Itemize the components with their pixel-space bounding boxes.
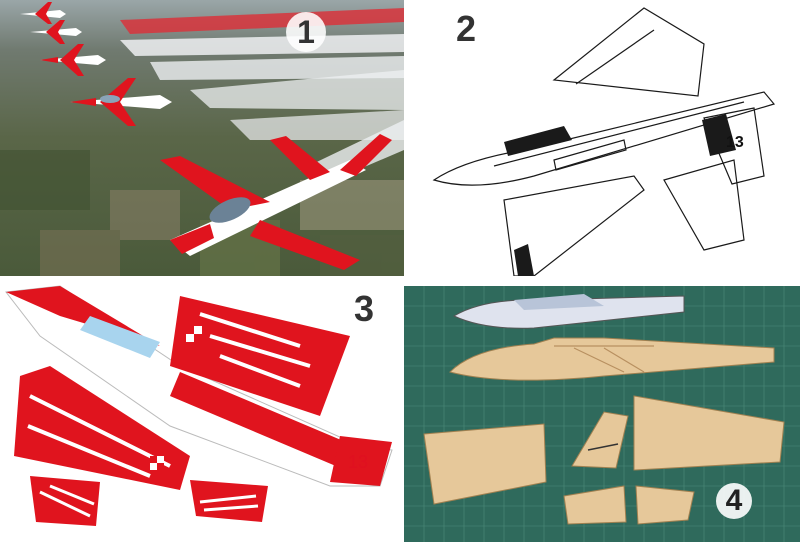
formation-photo-panel: 1 (0, 0, 404, 276)
stabilizer-outline (663, 159, 745, 251)
panel-number-2: 2 (456, 8, 477, 49)
tail-number-print: 13 (348, 452, 369, 472)
formation-photo (0, 0, 404, 276)
balsa-wing-right (633, 395, 785, 471)
tail-number-drawing: 13 (726, 134, 744, 151)
printed-fuselage-piece (452, 295, 685, 329)
tail-fill (702, 114, 736, 156)
wing-panel-line (575, 29, 655, 85)
panel-number-4: 4 (716, 483, 752, 519)
balsa-parts (404, 286, 800, 542)
line-drawing-panel: 2 13 (404, 0, 800, 276)
fuselage-outline (432, 91, 776, 186)
printed-parts (5, 285, 393, 526)
wing-outline-top (552, 7, 705, 97)
wingtip-fill (514, 244, 534, 276)
stabilizer-part-right (190, 480, 268, 522)
balsa-wing-left (423, 423, 547, 505)
wing-outline-bottom (503, 175, 645, 276)
line-drawing (432, 7, 776, 276)
canopy-fill (504, 126, 572, 156)
fuselage-part (5, 285, 393, 487)
printed-parts-panel: 3 13 (0, 276, 404, 542)
wing-part-lower (14, 366, 190, 490)
canopy-print (80, 316, 160, 358)
tail-outline (703, 107, 765, 185)
balsa-fuselage (449, 337, 775, 381)
panel-number-3: 3 (354, 288, 375, 329)
balsa-parts-panel: 4 (404, 286, 800, 542)
wing-part-upper (170, 296, 350, 416)
balsa-fin (571, 411, 629, 469)
formation-jets (20, 2, 392, 270)
balsa-stabilizer-right (635, 485, 695, 525)
balsa-stabilizer-left (563, 485, 627, 525)
panel-number-1: 1 (286, 12, 326, 52)
